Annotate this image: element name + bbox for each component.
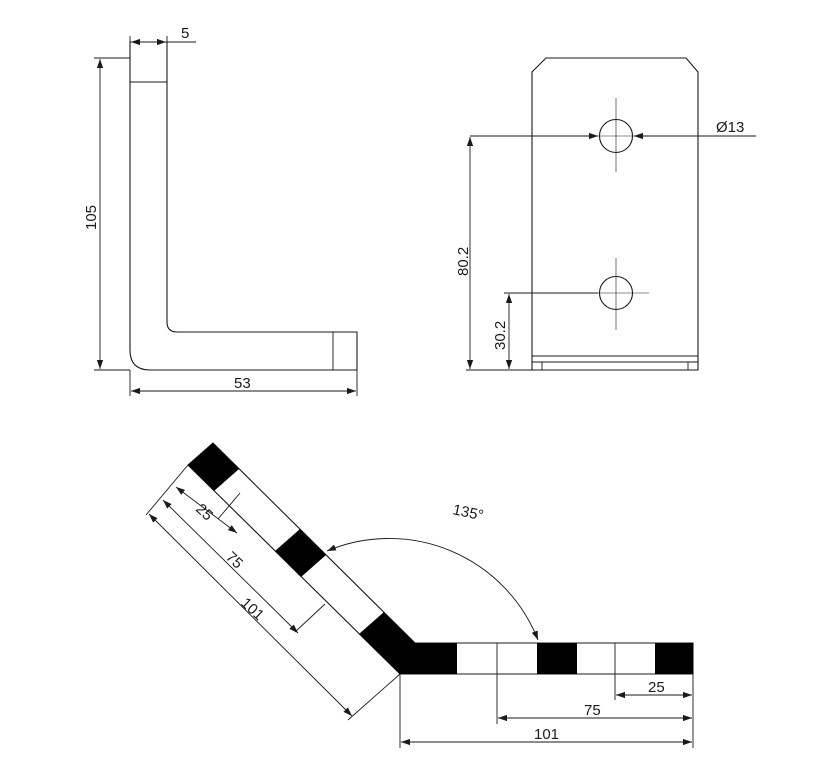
left-label-25: 25 xyxy=(192,500,216,524)
left-ext-1 xyxy=(145,464,189,516)
l-profile xyxy=(129,41,358,371)
left-marker-1 xyxy=(188,443,239,491)
right-marker-1 xyxy=(400,643,457,674)
right-label-75: 75 xyxy=(584,702,601,719)
front-view: Ø13 80.2 30.2 xyxy=(455,57,756,371)
left-ext-75 xyxy=(294,603,326,633)
left-ext-101 xyxy=(347,673,401,721)
left-label-101: 101 xyxy=(237,594,267,624)
diameter-label: Ø13 xyxy=(716,119,744,136)
angle-arc xyxy=(326,538,539,641)
front-plate xyxy=(531,57,699,371)
lower-hole-label: 30.2 xyxy=(492,321,509,350)
right-label-25: 25 xyxy=(648,679,665,696)
thickness-label: 5 xyxy=(181,25,189,42)
right-label-101: 101 xyxy=(534,726,559,743)
right-marker-3 xyxy=(655,643,693,674)
right-marker-2 xyxy=(537,643,577,674)
left-dim-101 xyxy=(148,513,353,717)
left-label-75: 75 xyxy=(222,548,246,572)
height-label: 105 xyxy=(83,205,100,230)
bent-view: 135° 25 75 101 25 75 101 xyxy=(145,442,694,748)
upper-hole-label: 80.2 xyxy=(455,247,472,276)
width-label: 53 xyxy=(234,375,251,392)
side-view: 5 105 53 xyxy=(83,25,358,396)
angle-label: 135° xyxy=(451,501,485,524)
